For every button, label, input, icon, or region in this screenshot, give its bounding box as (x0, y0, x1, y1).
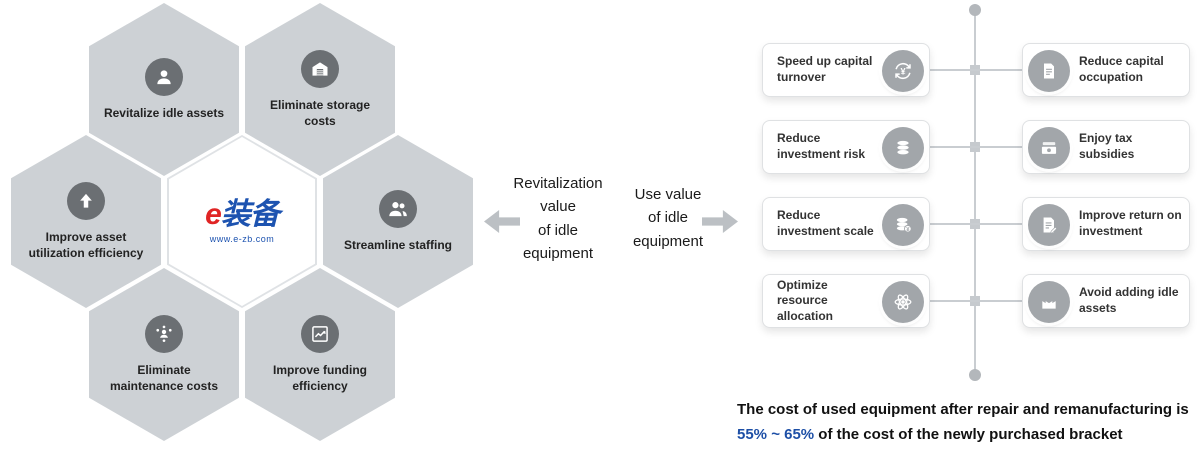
connector-line (929, 146, 975, 148)
connector-line (929, 69, 975, 71)
title-line: of idle (647, 209, 689, 227)
hexagon-label: Eliminate storage costs (269, 97, 371, 128)
title-line: Revitalization (513, 175, 603, 192)
svg-text:¥: ¥ (900, 66, 906, 76)
card-label: Reduce investment scale (777, 208, 874, 238)
yen-cycle-icon: ¥ (882, 50, 924, 92)
brand-logo: e装备 www.e-zb.com (205, 197, 280, 244)
document-icon (1028, 50, 1070, 92)
hexagon-label: Eliminate maintenance costs (109, 362, 219, 393)
card-improve-return-on-investment: Improve return on investment (1022, 197, 1190, 251)
building-icon (1028, 281, 1070, 323)
card-label: Avoid adding idle assets (1079, 285, 1179, 315)
card-label: Enjoy tax subsidies (1079, 131, 1135, 161)
cost-footnote: The cost of used equipment after repair … (737, 398, 1197, 448)
use-value-title: Use value of idle equipment (618, 183, 718, 253)
hexagon-label: Improve funding efficiency (273, 362, 367, 393)
arrow-up-icon (67, 181, 105, 220)
card-optimize-resource-allocation: Optimize resource allocation (762, 274, 930, 328)
svg-text:¥: ¥ (906, 227, 910, 233)
center-hexagon: e装备 www.e-zb.com (167, 135, 317, 308)
card-reduce-investment-risk: Reduce investment risk (762, 120, 930, 174)
logo-accent: e (205, 197, 222, 231)
card-label: Speed up capital turnover (777, 54, 873, 84)
card-reduce-capital-occupation: Reduce capital occupation (1022, 43, 1190, 97)
warehouse-icon (301, 49, 339, 88)
connector-line (929, 300, 975, 302)
card-label: Reduce investment risk (777, 131, 866, 161)
revitalization-value-title: Revitalization value of idle equipment (502, 172, 614, 265)
title-line: of idle (537, 221, 579, 239)
connector-line (975, 300, 1022, 302)
connector-line (975, 146, 1022, 148)
cash-icon (1028, 127, 1070, 169)
card-speed-up-capital-turnover: Speed up capital turnover ¥ (762, 43, 930, 97)
title-line: equipment (522, 244, 594, 262)
report-icon (1028, 204, 1070, 246)
card-enjoy-tax-subsidies: Enjoy tax subsidies (1022, 120, 1190, 174)
people-icon (379, 189, 417, 228)
footnote-line1: The cost of used equipment after repair … (737, 401, 1189, 418)
footnote-highlight: 55% ~ 65% (737, 425, 815, 443)
maintenance-icon (145, 314, 183, 353)
timeline-line (974, 8, 976, 378)
hexagon-improve-funding-efficiency: Improve funding efficiency (245, 268, 395, 441)
footnote-rest: of the cost of the newly purchased brack… (814, 425, 1123, 443)
coins-yen-icon: ¥ (882, 204, 924, 246)
hexagon-label: Streamline staffing (343, 237, 453, 252)
title-line: Use value (634, 186, 702, 203)
logo-cn-text: 装备 (220, 197, 280, 231)
brand-logo-text: e装备 (205, 197, 280, 231)
card-avoid-adding-idle-assets: Avoid adding idle assets (1022, 274, 1190, 328)
footnote-line2: 55% ~ 65% of the cost of the newly purch… (737, 423, 1197, 448)
title-line: equipment (632, 232, 704, 250)
brand-website: www.e-zb.com (209, 233, 275, 244)
timeline-dot-top (969, 4, 981, 16)
coins-icon (882, 127, 924, 169)
hexagon-label: Revitalize idle assets (103, 105, 225, 120)
atom-icon (882, 281, 924, 323)
center-hexagon-face: e装备 www.e-zb.com (169, 137, 315, 306)
card-label: Improve return on investment (1079, 208, 1182, 238)
connector-line (929, 223, 975, 225)
connector-line (975, 69, 1022, 71)
card-reduce-investment-scale: Reduce investment scale ¥ (762, 197, 930, 251)
timeline-dot-bottom (969, 369, 981, 381)
connector-line (975, 223, 1022, 225)
card-label: Reduce capital occupation (1079, 54, 1164, 84)
hexagon-label: Improve asset utilization efficiency (28, 229, 144, 260)
person-icon (145, 57, 183, 96)
title-line: value (540, 198, 576, 216)
hexagon-eliminate-maintenance-costs: Eliminate maintenance costs (89, 268, 239, 441)
chart-icon (301, 314, 339, 353)
card-label: Optimize resource allocation (777, 277, 834, 323)
